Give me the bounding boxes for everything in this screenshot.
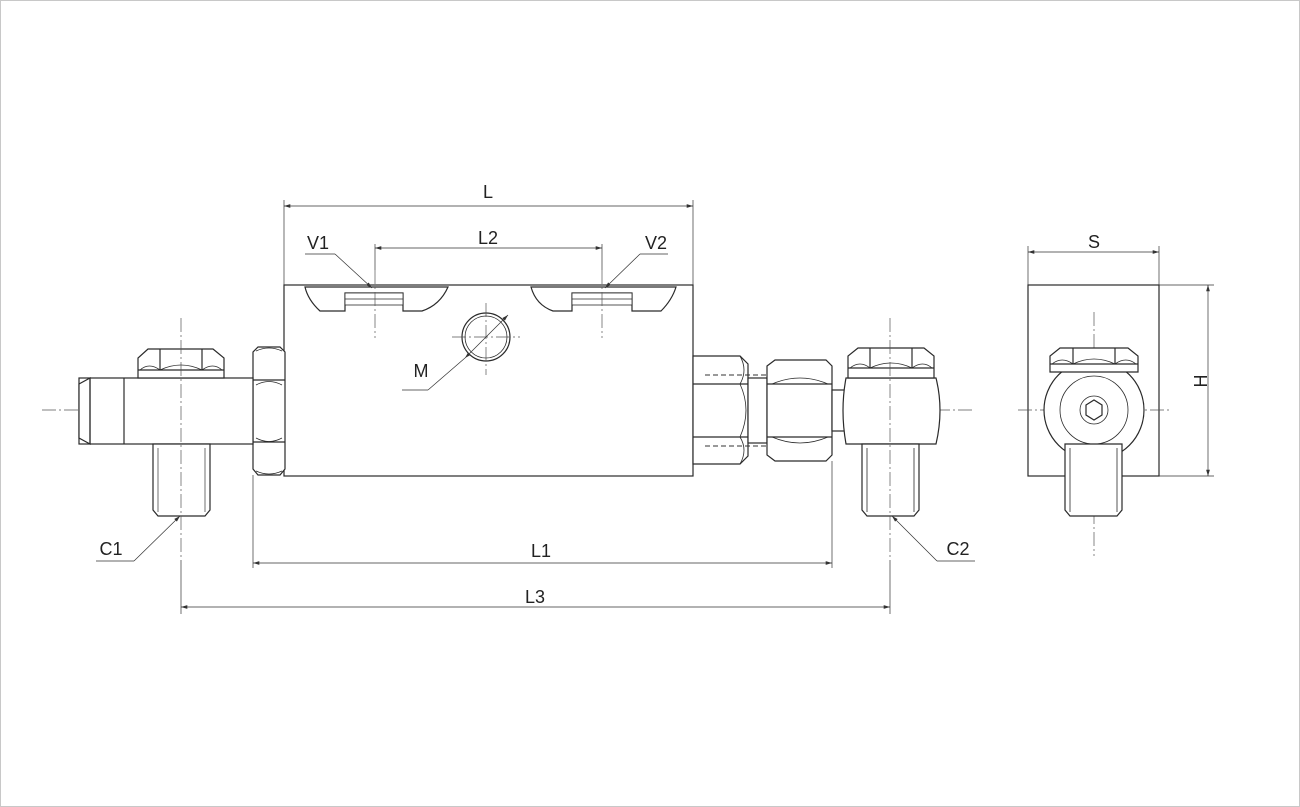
label-l: L (483, 182, 493, 202)
label-s: S (1088, 232, 1100, 252)
label-v2: V2 (645, 233, 667, 253)
dimension-h (1159, 284, 1214, 477)
left-hex-nut (252, 346, 286, 476)
label-v1: V1 (307, 233, 329, 253)
dimension-l1 (252, 461, 833, 568)
label-l2: L2 (478, 228, 498, 248)
left-banjo-fitting (78, 318, 254, 560)
dimension-l (283, 200, 694, 285)
dimension-l3 (180, 560, 891, 614)
leader-v1 (305, 253, 373, 289)
dimension-s (1027, 246, 1160, 285)
label-c1: C1 (99, 539, 122, 559)
leader-c2 (891, 515, 975, 562)
dimension-l2 (374, 244, 603, 270)
gauge-port-m (402, 303, 520, 391)
label-l3: L3 (525, 587, 545, 607)
side-view (1018, 284, 1170, 556)
right-fitting-assembly (692, 318, 941, 560)
label-l1: L1 (531, 541, 551, 561)
valve-body (283, 270, 694, 477)
leader-c1 (96, 515, 181, 562)
leader-v2 (604, 253, 668, 289)
label-h: H (1191, 375, 1211, 388)
label-c2: C2 (946, 539, 969, 559)
label-m: M (414, 361, 429, 381)
